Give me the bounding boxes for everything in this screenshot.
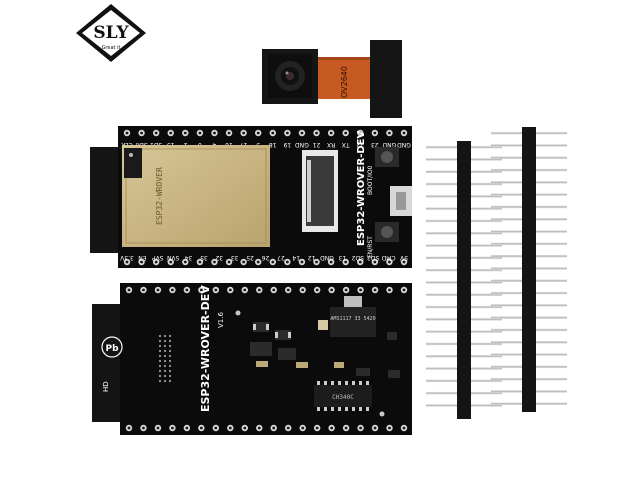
voltage-regulator [330,307,376,337]
reset-button-label: EN/RST [367,236,374,258]
pin-label-top: RX [327,141,335,148]
pin-label-bottom: 33 [231,254,239,261]
pin-label-top: 18 [269,141,277,148]
pin-label-top: GND [295,141,309,148]
pin-header-right [491,127,567,412]
pin-label-bottom: 34 [185,254,193,261]
pin-label-top: 23 [371,141,379,148]
pin-label-bottom: 27 [277,254,285,261]
camera-connector [370,40,402,118]
boot-button-label: BOOT/IO0 [367,165,374,195]
pin-label-top: 17 [240,141,248,148]
pb-free-mark: Pb [105,344,119,354]
pin-label-top: CLK [120,141,133,148]
pin-label-top: 0 [198,141,202,148]
board-silk-name-bottom: ESP32-WROVER-DEV [199,285,212,412]
pin-label-bottom: 25 [246,254,254,261]
pin-label-bottom: 35 [200,254,208,261]
pin-label-bottom: SD3 [367,254,379,261]
pin-label-top: 2 [183,141,187,148]
hd-mark: HD [102,381,110,392]
usb-chip-label: CH340C [332,394,354,401]
pin-label-top: 4 [212,141,216,148]
camera-module: OV2640 [262,40,402,118]
pin-label-bottom: 3.3V [119,254,134,261]
pin-label-bottom: EN [138,254,146,261]
pin-label-bottom: SVP [152,254,164,261]
board-silk-name-top: ESP32-WROVER-DEV [356,131,367,246]
pin-label-top: 19 [283,141,291,148]
camera-model-label: OV2640 [340,66,349,98]
wrover-module [122,145,270,247]
camera-flex-cable [318,57,374,99]
pin-label-bottom: SVN [167,254,179,261]
brand-logo: SLY Great it [76,4,146,62]
pin-label-top: 15 [167,141,175,148]
pin-label-bottom: 13 [338,254,346,261]
pin-label-top: 21 [313,141,321,148]
pin-label-bottom: 32 [215,254,223,261]
wrover-module-label: ESP32-WROVER [155,167,164,225]
pin-label-bottom: 5V [399,254,408,261]
esp32-board-top: GNDGND2322TXRX21GND19185171640215SD1SD0C… [90,126,412,268]
pin-label-bottom: 12 [308,254,316,261]
pin-label-top: GND [382,141,396,148]
regulator-label: AMS1117 33 5420 [330,316,375,322]
pin-label-top: TX [342,141,351,148]
board-version: V1.6 [217,312,225,328]
esp32-board-bottom: Pb HD ESP32-WROVER-DEV V1.6 AMS1117 33 5… [92,283,412,435]
pin-label-bottom: CMD [381,254,395,261]
pin-label-bottom: SD2 [352,254,364,261]
pin-label-bottom: 26 [262,254,270,261]
usb-serial-chip [314,385,372,407]
pin-label-bottom: GND [320,254,334,261]
pin-label-bottom: 14 [292,254,300,261]
pin-label-top: SD0 [135,141,147,148]
pin-label-top: 16 [225,141,233,148]
brand-logo-tagline: Great it [102,45,121,51]
pin-label-top: 22 [356,141,364,148]
pin-header-left [426,141,502,419]
pin-label-top: GND [397,141,411,148]
brand-logo-letters: SLY [93,23,129,43]
pin-label-top: SD1 [150,141,162,148]
pin-label-top: 5 [256,141,260,148]
